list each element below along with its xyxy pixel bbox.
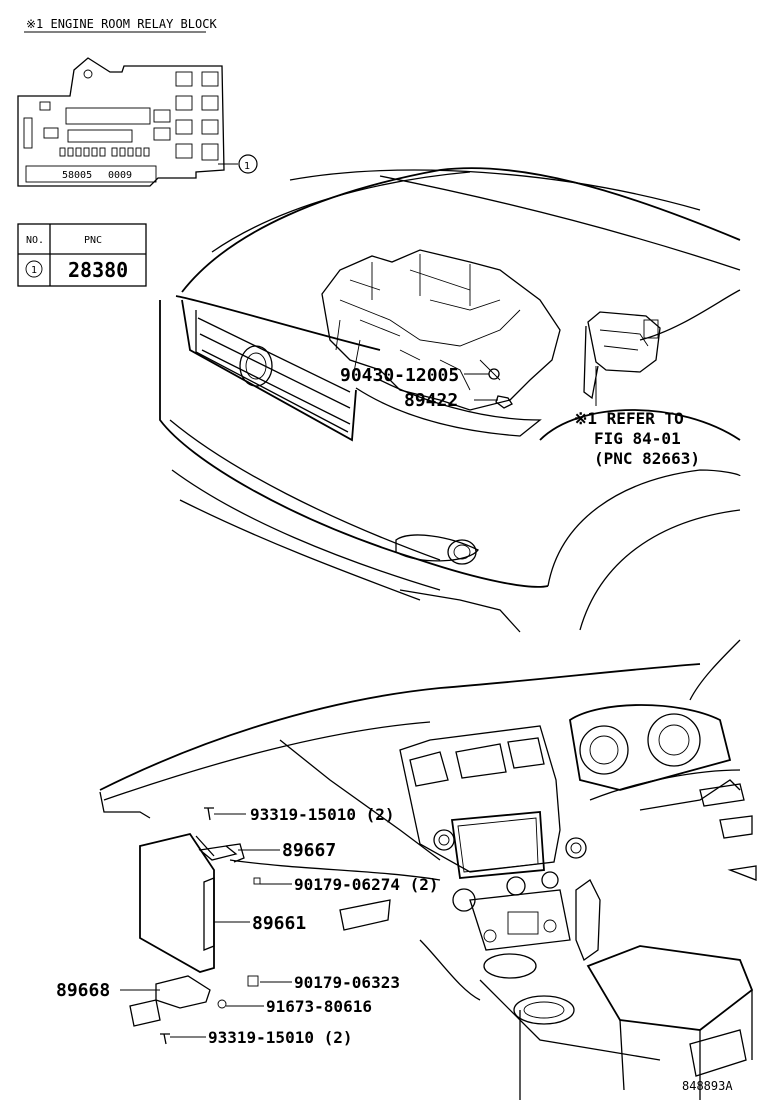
relay-callout-number: 1: [244, 161, 250, 172]
part-label-90179-06274: 90179-06274 (2): [294, 875, 439, 894]
relay-block-illustration: 58005 0009: [17, 57, 238, 187]
svg-text:58005: 58005: [62, 170, 92, 181]
table-row-no: 1: [31, 265, 37, 276]
part-label-90430-12005: 90430-12005: [340, 365, 459, 386]
table-header-pnc: PNC: [84, 235, 102, 246]
svg-text:0009: 0009: [108, 170, 132, 181]
part-label-89661: 89661: [252, 913, 306, 934]
part-label-89667: 89667: [282, 840, 336, 861]
relay-callout-circle: [238, 154, 258, 174]
dashboard-leaders: [120, 813, 292, 1038]
refer-note-line3: (PNC 82663): [594, 449, 700, 468]
header-title: ※1 ENGINE ROOM RELAY BLOCK: [26, 17, 217, 31]
figure-id: 848893A: [682, 1079, 733, 1093]
refer-note-line2: FIG 84-01: [594, 429, 681, 448]
pnc-table: NO. PNC 1 28380: [17, 223, 147, 287]
refer-note-line1: ※1 REFER TO: [574, 409, 684, 428]
table-header-no: NO.: [26, 235, 44, 246]
part-label-91673-80616: 91673-80616: [266, 997, 372, 1016]
part-label-89422: 89422: [404, 390, 458, 411]
part-label-93319-15010-upper: 93319-15010 (2): [250, 805, 395, 824]
table-row-pnc: 28380: [68, 258, 128, 282]
dashboard-illustration: [99, 639, 757, 1100]
part-label-90179-06323: 90179-06323: [294, 973, 400, 992]
part-label-89668: 89668: [56, 980, 110, 1001]
vehicle-front-illustration: [159, 167, 741, 633]
part-label-93319-15010-lower: 93319-15010 (2): [208, 1028, 353, 1047]
